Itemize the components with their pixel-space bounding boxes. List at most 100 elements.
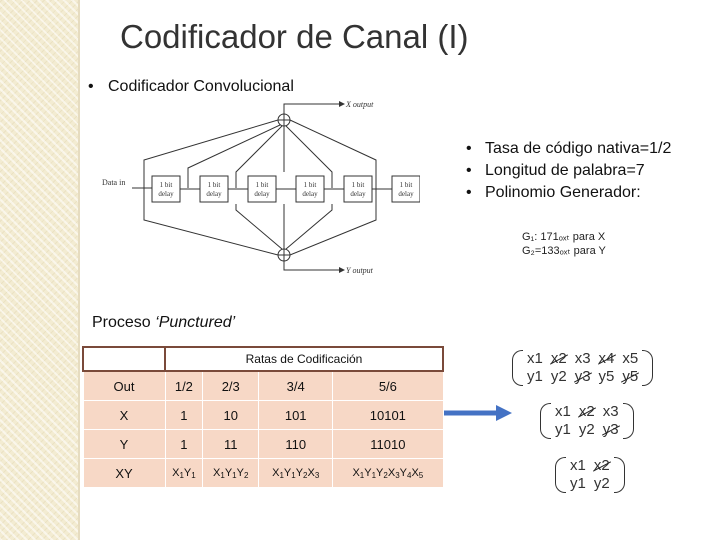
table-row: XY X1Y1 X1Y1Y2 X1Y1Y2X3 X1Y1Y2X3Y4X5	[82, 458, 444, 488]
matrix-entry: x3	[575, 350, 591, 368]
matrix-right-paren	[613, 457, 625, 493]
xy-term-index: 4	[406, 470, 412, 480]
xy-term: Y1	[224, 466, 237, 480]
xy-term: Y1	[283, 466, 296, 480]
main-bullet-text: Codificador Convolucional	[108, 78, 294, 95]
table-cell: Y	[82, 429, 166, 459]
decorative-left-strip	[0, 0, 78, 540]
delay-label: delay	[158, 190, 174, 198]
matrix-entry: y2	[551, 368, 567, 386]
xy-cell: X1Y1Y2X3	[258, 458, 334, 488]
xy-term: Y1	[364, 466, 377, 480]
main-bullet: • Codificador Convolucional	[88, 78, 294, 96]
matrix-entry-text: x4	[598, 350, 615, 367]
matrix-entry: x4	[599, 350, 615, 368]
xy-term-index: 3	[314, 470, 320, 480]
table-cell: 1	[164, 400, 204, 430]
strip-border	[78, 0, 80, 540]
bullet-dot: •	[88, 78, 94, 95]
delay-label: delay	[206, 190, 222, 198]
matrix-entry: y5	[599, 368, 615, 386]
y-output-label: Y output	[346, 266, 374, 275]
matrix-entry: y1	[570, 475, 586, 493]
x-output-label: X output	[345, 100, 374, 109]
coding-rates-table: Ratas de Codificación Out 1/2 2/3 3/4 5/…	[82, 346, 444, 488]
table-cell: 1	[164, 429, 204, 459]
table-cell: 10101	[332, 400, 444, 430]
data-in-label: Data in	[102, 178, 125, 187]
matrix-left-paren	[555, 457, 566, 493]
encoder-properties-list: Tasa de código nativa=1/2 Longitud de pa…	[462, 138, 712, 204]
delay-label: delay	[350, 190, 366, 198]
matrix-entry: y3	[575, 368, 591, 386]
xy-cell: X1Y1	[164, 458, 204, 488]
matrix-entry: y1	[527, 368, 543, 386]
matrix-entry-text: y5	[622, 368, 639, 385]
table-header: Ratas de Codificación	[164, 346, 444, 372]
xy-term: X1	[272, 466, 284, 480]
xy-term: X1	[213, 466, 225, 480]
table-cell: X	[82, 400, 166, 430]
xy-term-index: 1	[279, 470, 284, 480]
matrix-entry-text: y5	[598, 368, 615, 385]
delay-block	[199, 175, 229, 203]
matrix-entry-text: y3	[602, 421, 619, 438]
xy-term-index: 1	[220, 470, 225, 480]
matrix-entry-text: y2	[578, 421, 595, 438]
matrix-entry-text: y1	[555, 421, 571, 438]
xy-term-index: 1	[191, 470, 196, 480]
matrix-entry: x2	[551, 350, 567, 368]
table-cell: 10	[202, 400, 260, 430]
delay-label: 1 bit	[208, 181, 221, 189]
table-cell: 2/3	[202, 370, 260, 401]
matrix-entry-text: x2	[593, 457, 610, 474]
xy-term-index: 5	[418, 470, 424, 480]
delay-label: 1 bit	[304, 181, 317, 189]
matrix-entry-text: y1	[527, 368, 543, 385]
xy-term-index: 1	[232, 470, 237, 480]
delay-block	[295, 175, 325, 203]
table-cell: 11	[202, 429, 260, 459]
matrix-entry-text: x1	[555, 403, 571, 420]
table-row: X 1 10 101 10101	[82, 400, 444, 430]
matrix-entry: x1	[555, 403, 571, 421]
matrix-right-paren	[642, 350, 654, 386]
xy-term: X3	[387, 466, 400, 480]
xy-term: Y1	[183, 466, 196, 480]
process-prefix: Proceso	[92, 314, 156, 331]
table-header-row: Ratas de Codificación	[82, 346, 444, 372]
matrix-entry: y1	[555, 421, 571, 439]
matrix-entry-text: x1	[570, 457, 586, 474]
polynomial-g1: G₁: 171ₒₓₜ para X	[522, 231, 606, 243]
table-cell: 5/6	[332, 370, 444, 401]
generator-polynomials: G₁: 171ₒₓₜ para X G₂=133ₒₓₜ para Y	[512, 230, 606, 258]
matrix-right-paren	[622, 403, 634, 439]
matrix-entry: y5	[622, 368, 638, 386]
punctured-process-heading: Proceso ‘Punctured’	[92, 314, 235, 332]
matrix-entry: x5	[622, 350, 638, 368]
process-italic: ‘Punctured’	[155, 314, 236, 331]
matrix-entry-text: y2	[550, 368, 567, 385]
xy-cell: X1Y1Y2X3Y4X5	[332, 458, 444, 488]
delay-label: 1 bit	[400, 181, 413, 189]
delay-label: delay	[254, 190, 270, 198]
xy-term-index: 1	[359, 470, 365, 480]
table-row: Y 1 11 110 11010	[82, 429, 444, 459]
xy-term-index: 2	[383, 470, 388, 480]
xy-term-index: 2	[243, 470, 249, 480]
matrix-entry-text: x3	[602, 403, 619, 420]
right-arrow-icon	[444, 405, 512, 421]
matrix-entry-text: y1	[570, 475, 586, 492]
xy-cell: X1Y1Y2	[202, 458, 260, 488]
xy-term: Y2	[295, 466, 308, 480]
polynomial-g2: G₂=133ₒₓₜ para Y	[522, 245, 606, 257]
property-length: Longitud de palabra=7	[462, 160, 712, 182]
property-rate: Tasa de código nativa=1/2	[462, 138, 712, 160]
